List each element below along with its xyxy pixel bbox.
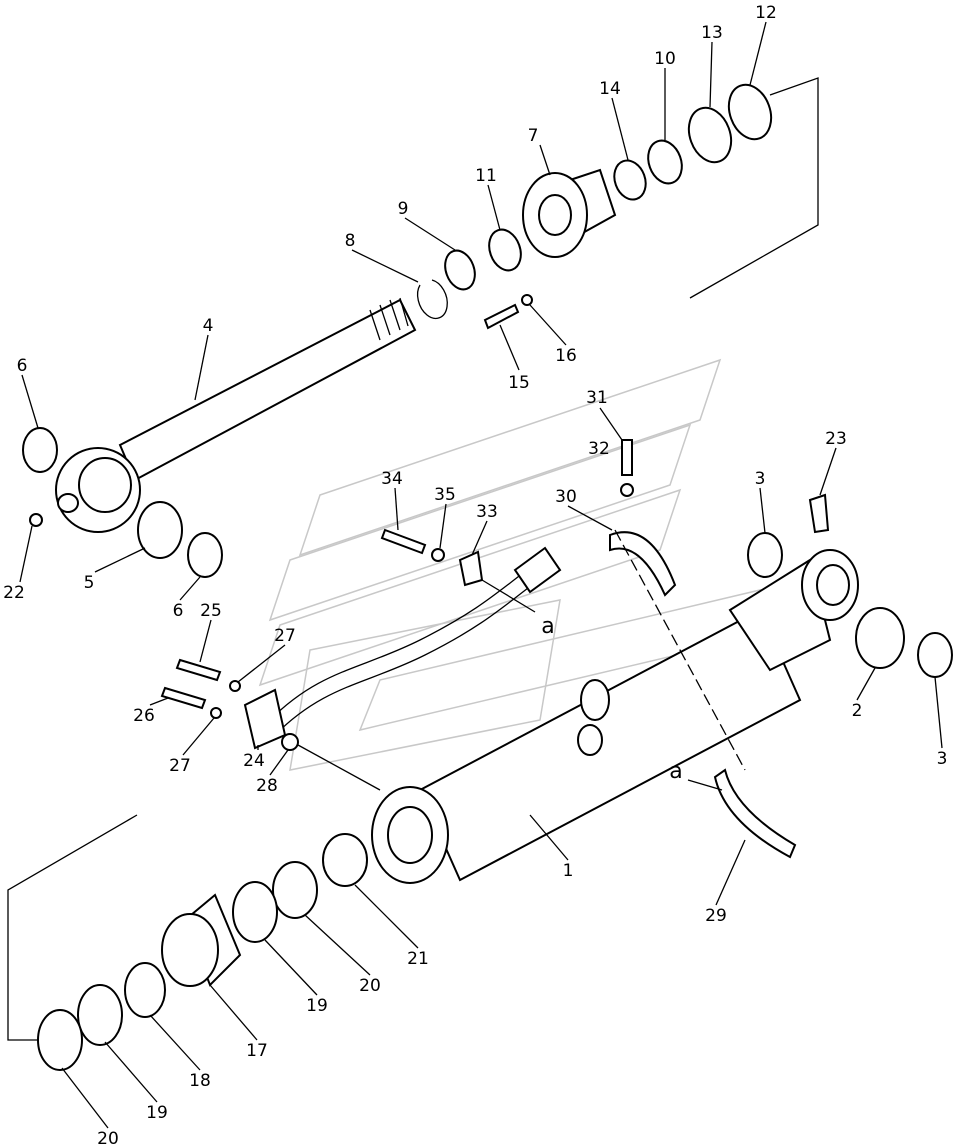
callout: 14 — [599, 79, 621, 99]
flange-24 — [243, 688, 287, 750]
callout: 5 — [84, 573, 95, 593]
clip-33 — [458, 550, 484, 587]
bolt-26 — [160, 686, 207, 710]
callout: 8 — [345, 231, 356, 251]
ring-12 — [727, 83, 773, 141]
bushing-5 — [137, 501, 183, 559]
washer-27-top — [229, 680, 241, 692]
ring-18 — [124, 962, 166, 1018]
callout: 20 — [359, 976, 381, 996]
callout: 4 — [203, 316, 214, 336]
callout: 6 — [173, 601, 184, 621]
washer-27-bottom — [210, 707, 222, 719]
ring-9 — [444, 249, 476, 291]
callout: 6 — [17, 356, 28, 376]
grease-fitting-23 — [808, 493, 830, 534]
rod-end-bracket — [728, 549, 859, 672]
callout: 24 — [243, 751, 265, 771]
bolt-34 — [380, 528, 427, 555]
ring-19-bottom — [77, 984, 123, 1046]
callout: 3 — [937, 749, 948, 769]
callout: 16 — [555, 346, 577, 366]
piston-17 — [161, 893, 242, 987]
callout: 10 — [654, 49, 676, 69]
washer-35 — [431, 548, 445, 562]
callout: 3 — [755, 469, 766, 489]
seal-3-top — [747, 532, 783, 578]
callout: 31 — [586, 388, 608, 408]
washer-16 — [521, 294, 533, 306]
callout: 28 — [256, 776, 278, 796]
bushing-2 — [855, 607, 905, 669]
callout: 34 — [381, 469, 403, 489]
seal-6-bottom — [187, 532, 223, 578]
hose — [269, 559, 541, 721]
callout: 17 — [246, 1041, 268, 1061]
callout: 22 — [3, 583, 25, 603]
piston-rod — [55, 297, 417, 533]
oring-28 — [281, 733, 299, 751]
callout: 20 — [97, 1129, 119, 1148]
leader-lines — [19, 21, 943, 1129]
callout: 25 — [200, 601, 222, 621]
ring-11 — [488, 228, 522, 272]
callout: a — [541, 614, 554, 639]
callout: 26 — [133, 706, 155, 726]
callout: 33 — [476, 502, 498, 522]
bolt-15 — [483, 303, 520, 330]
callout: 2 — [852, 701, 863, 721]
callout: 18 — [189, 1071, 211, 1091]
callout-labels: 12 13 10 14 7 11 9 8 4 6 15 16 31 23 32 … — [3, 3, 947, 1148]
callout: 7 — [528, 126, 539, 146]
bushing-10 — [647, 139, 683, 185]
callout: 27 — [274, 626, 296, 646]
bolt-31 — [621, 439, 633, 476]
callout: 29 — [705, 906, 727, 926]
cylinder-head — [522, 168, 617, 258]
callout: 21 — [407, 949, 429, 969]
snap-ring-8 — [416, 279, 448, 320]
clamp-29 — [713, 768, 797, 859]
cylinder-tube — [371, 608, 802, 884]
ring-13 — [687, 106, 733, 164]
callout: 15 — [508, 373, 530, 393]
callout: 30 — [555, 487, 577, 507]
ring-20-top — [272, 861, 318, 919]
ring-19-top — [232, 881, 278, 943]
grease-fitting-22 — [29, 513, 43, 527]
callout: 32 — [588, 439, 610, 459]
callout: 13 — [701, 23, 723, 43]
seal-3-bottom — [917, 632, 953, 678]
bolt-25 — [175, 658, 222, 682]
callout: 19 — [306, 996, 328, 1016]
callout: 9 — [398, 199, 409, 219]
callout: 19 — [146, 1103, 168, 1123]
ring-20-bottom — [37, 1009, 83, 1071]
callout: 1 — [563, 861, 574, 881]
callout: 11 — [475, 166, 497, 186]
ring-14 — [613, 159, 647, 201]
washer-32 — [620, 483, 634, 497]
callout: 35 — [434, 485, 456, 505]
seal-6-top — [22, 427, 58, 473]
group-bracket-top — [689, 77, 819, 299]
callout: 12 — [755, 3, 777, 23]
hose-fitting — [513, 546, 562, 594]
callout: a — [669, 759, 682, 784]
callout: 27 — [169, 756, 191, 776]
callout: 23 — [825, 429, 847, 449]
group-bracket-bottom — [7, 814, 138, 1041]
nut-21 — [322, 833, 368, 887]
